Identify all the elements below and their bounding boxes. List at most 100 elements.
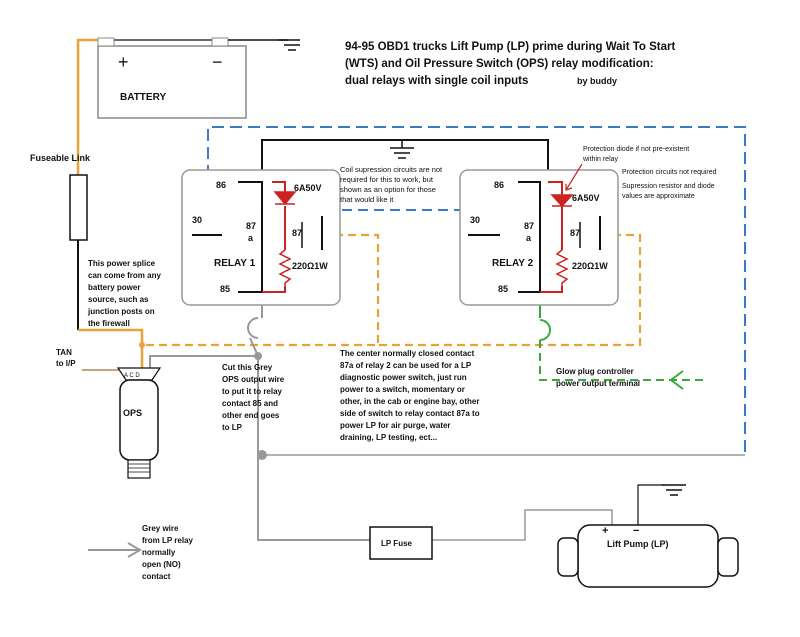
note-center-nc-line: diagnostic power switch, just run (340, 373, 467, 382)
relay2-pin87a: 87 (524, 221, 534, 231)
ops-sensor (116, 367, 162, 479)
note-center-nc-line: The center normally closed contact (340, 349, 475, 358)
relay1-pin87a: 87 (246, 221, 256, 231)
battery-label: BATTERY (120, 92, 166, 103)
note-tan-line: TAN (56, 348, 72, 357)
relay1-diode-icon (273, 191, 297, 206)
relay2-diode-icon (550, 194, 574, 208)
ops-label: OPS (123, 408, 142, 418)
note-power-splice-line: the firewall (88, 319, 130, 328)
relay2-label: RELAY 2 (492, 258, 534, 269)
relay2-pin87: 87 (570, 228, 580, 238)
lift-pump-body (577, 524, 719, 588)
relay1-pin30: 30 (192, 215, 202, 225)
note-grey-wire-line: normally (142, 548, 176, 557)
note-power-splice: This power splice can come from any batt… (87, 259, 161, 328)
battery-post-neg (211, 37, 229, 47)
title-line1: 94-95 OBD1 trucks Lift Pump (LP) prime d… (345, 41, 676, 53)
note-cut-grey-line: OPS output wire (222, 375, 285, 384)
note-grey-wire: Grey wire from LP relay normally open (N… (142, 524, 194, 581)
battery-ground-icon (228, 39, 300, 51)
note-protection-diode-line: Protection diode if not pre-existent (583, 146, 689, 153)
note-coil-suppression-line: shown as an option for those (340, 185, 436, 194)
note-coil-suppression-line: required for this to work, but (340, 175, 434, 184)
relay1-resistor-icon (278, 249, 292, 286)
note-tan-line: to I/P (56, 359, 76, 368)
note-glow-plug-line: power output terminal (556, 379, 640, 388)
fuseable-link-label: Fuseable Link (30, 153, 91, 163)
battery-post-pos (97, 37, 115, 47)
note-glow-plug-line: Glow plug controller (556, 367, 634, 376)
note-grey-wire-line: open (NO) (142, 560, 181, 569)
note-cut-grey-line: to LP (222, 423, 243, 432)
relay2-87-orange-dashed (378, 233, 642, 347)
battery (97, 45, 247, 119)
note-cut-grey-line: to put it to relay (222, 387, 283, 396)
note-coil-suppression-line: that would like it (340, 195, 394, 204)
note-center-nc-line: power to a switch, momentary or (340, 385, 465, 394)
lift-pump-label: Lift Pump (LP) (607, 539, 669, 549)
note-grey-wire-line: contact (142, 572, 171, 581)
relay1-resistor-value: 220Ω1W (292, 261, 328, 271)
note-values-approx-line: values are approximate (622, 193, 695, 200)
note-center-nc-line: other, in the cab or engine bay, other (340, 397, 479, 406)
note-cut-grey-line: Cut this Grey (222, 363, 273, 372)
relay1-diode-value: 6A50V (294, 183, 322, 193)
grey-arrow-icon (127, 542, 142, 558)
lift-pump-plus: + (602, 525, 608, 537)
pump-ground-icon (662, 484, 686, 496)
relay2-pin86: 86 (494, 180, 504, 190)
battery-plus: + (118, 52, 129, 72)
note-values-approx-line: Supression resistor and diode (622, 183, 715, 190)
note-power-splice-line: source, such as (88, 295, 149, 304)
lift-pump-minus: − (633, 525, 639, 537)
note-cut-grey: Cut this Grey OPS output wire to put it … (222, 363, 285, 432)
lp-fuse-to-pump-wire (432, 509, 613, 541)
relay1-pin87: 87 (292, 228, 302, 238)
ops-thread (127, 459, 151, 479)
lift-pump (557, 524, 739, 588)
relay1-pin85: 85 (220, 284, 230, 294)
note-protection-diode: Protection diode if not pre-existent wit… (582, 146, 689, 163)
title-line3: dual relays with single coil inputs (345, 75, 528, 87)
note-values-approx: Supression resistor and diode values are… (622, 183, 715, 200)
splice-dot-grey-2 (254, 352, 262, 360)
lp-fuse-label: LP Fuse (381, 539, 413, 548)
note-protection-diode-line: within relay (582, 156, 619, 163)
relay2-pin85: 85 (498, 284, 508, 294)
lp-fuse (369, 526, 433, 560)
green-crossover-hop (539, 319, 551, 341)
relay-ground-icon (390, 140, 414, 159)
title-byline: by buddy (577, 76, 617, 86)
ops-pins: A C D (124, 373, 140, 379)
protection-diode-pointer (565, 163, 583, 191)
note-protection-circuits: Protection circuits not required (622, 169, 717, 176)
relay2-pin30: 30 (470, 215, 480, 225)
note-glow-plug: Glow plug controller power output termin… (556, 367, 640, 388)
note-coil-suppression-line: Coil supression circuits are not (340, 165, 443, 174)
relay2-resistor-icon (555, 249, 569, 286)
note-power-splice-line: can come from any (88, 271, 161, 280)
note-cut-grey-line: other end goes (222, 411, 280, 420)
grey-crossover-hop (247, 317, 259, 339)
relay1-87-orange-dashed (142, 233, 380, 347)
note-center-nc-line: 87a of relay 2 can be used for a LP (340, 361, 472, 370)
note-cut-grey-line: contact 85 and (222, 399, 278, 408)
lift-pump-end-right (717, 537, 739, 577)
relay1-pin87a-sub: a (248, 233, 254, 243)
lift-pump-end-left (557, 537, 579, 577)
splice-dot-orange (139, 342, 145, 348)
note-grey-wire-line: from LP relay (142, 536, 194, 545)
green-arrow-icon (669, 370, 684, 390)
battery-minus: − (212, 52, 223, 72)
note-center-nc-line: power LP for air purge, water (340, 421, 451, 430)
power-splice-orange-wire (78, 328, 144, 345)
relay2-pin87a-sub: a (526, 233, 532, 243)
note-power-splice-line: This power splice (88, 259, 156, 268)
relay2-resistor-value: 220Ω1W (572, 261, 608, 271)
note-center-nc-line: draining, LP testing, ect... (340, 433, 437, 442)
fuseable-link (69, 174, 88, 241)
note-center-nc: The center normally closed contact 87a o… (340, 349, 480, 442)
pump-ground-wire (637, 484, 665, 525)
